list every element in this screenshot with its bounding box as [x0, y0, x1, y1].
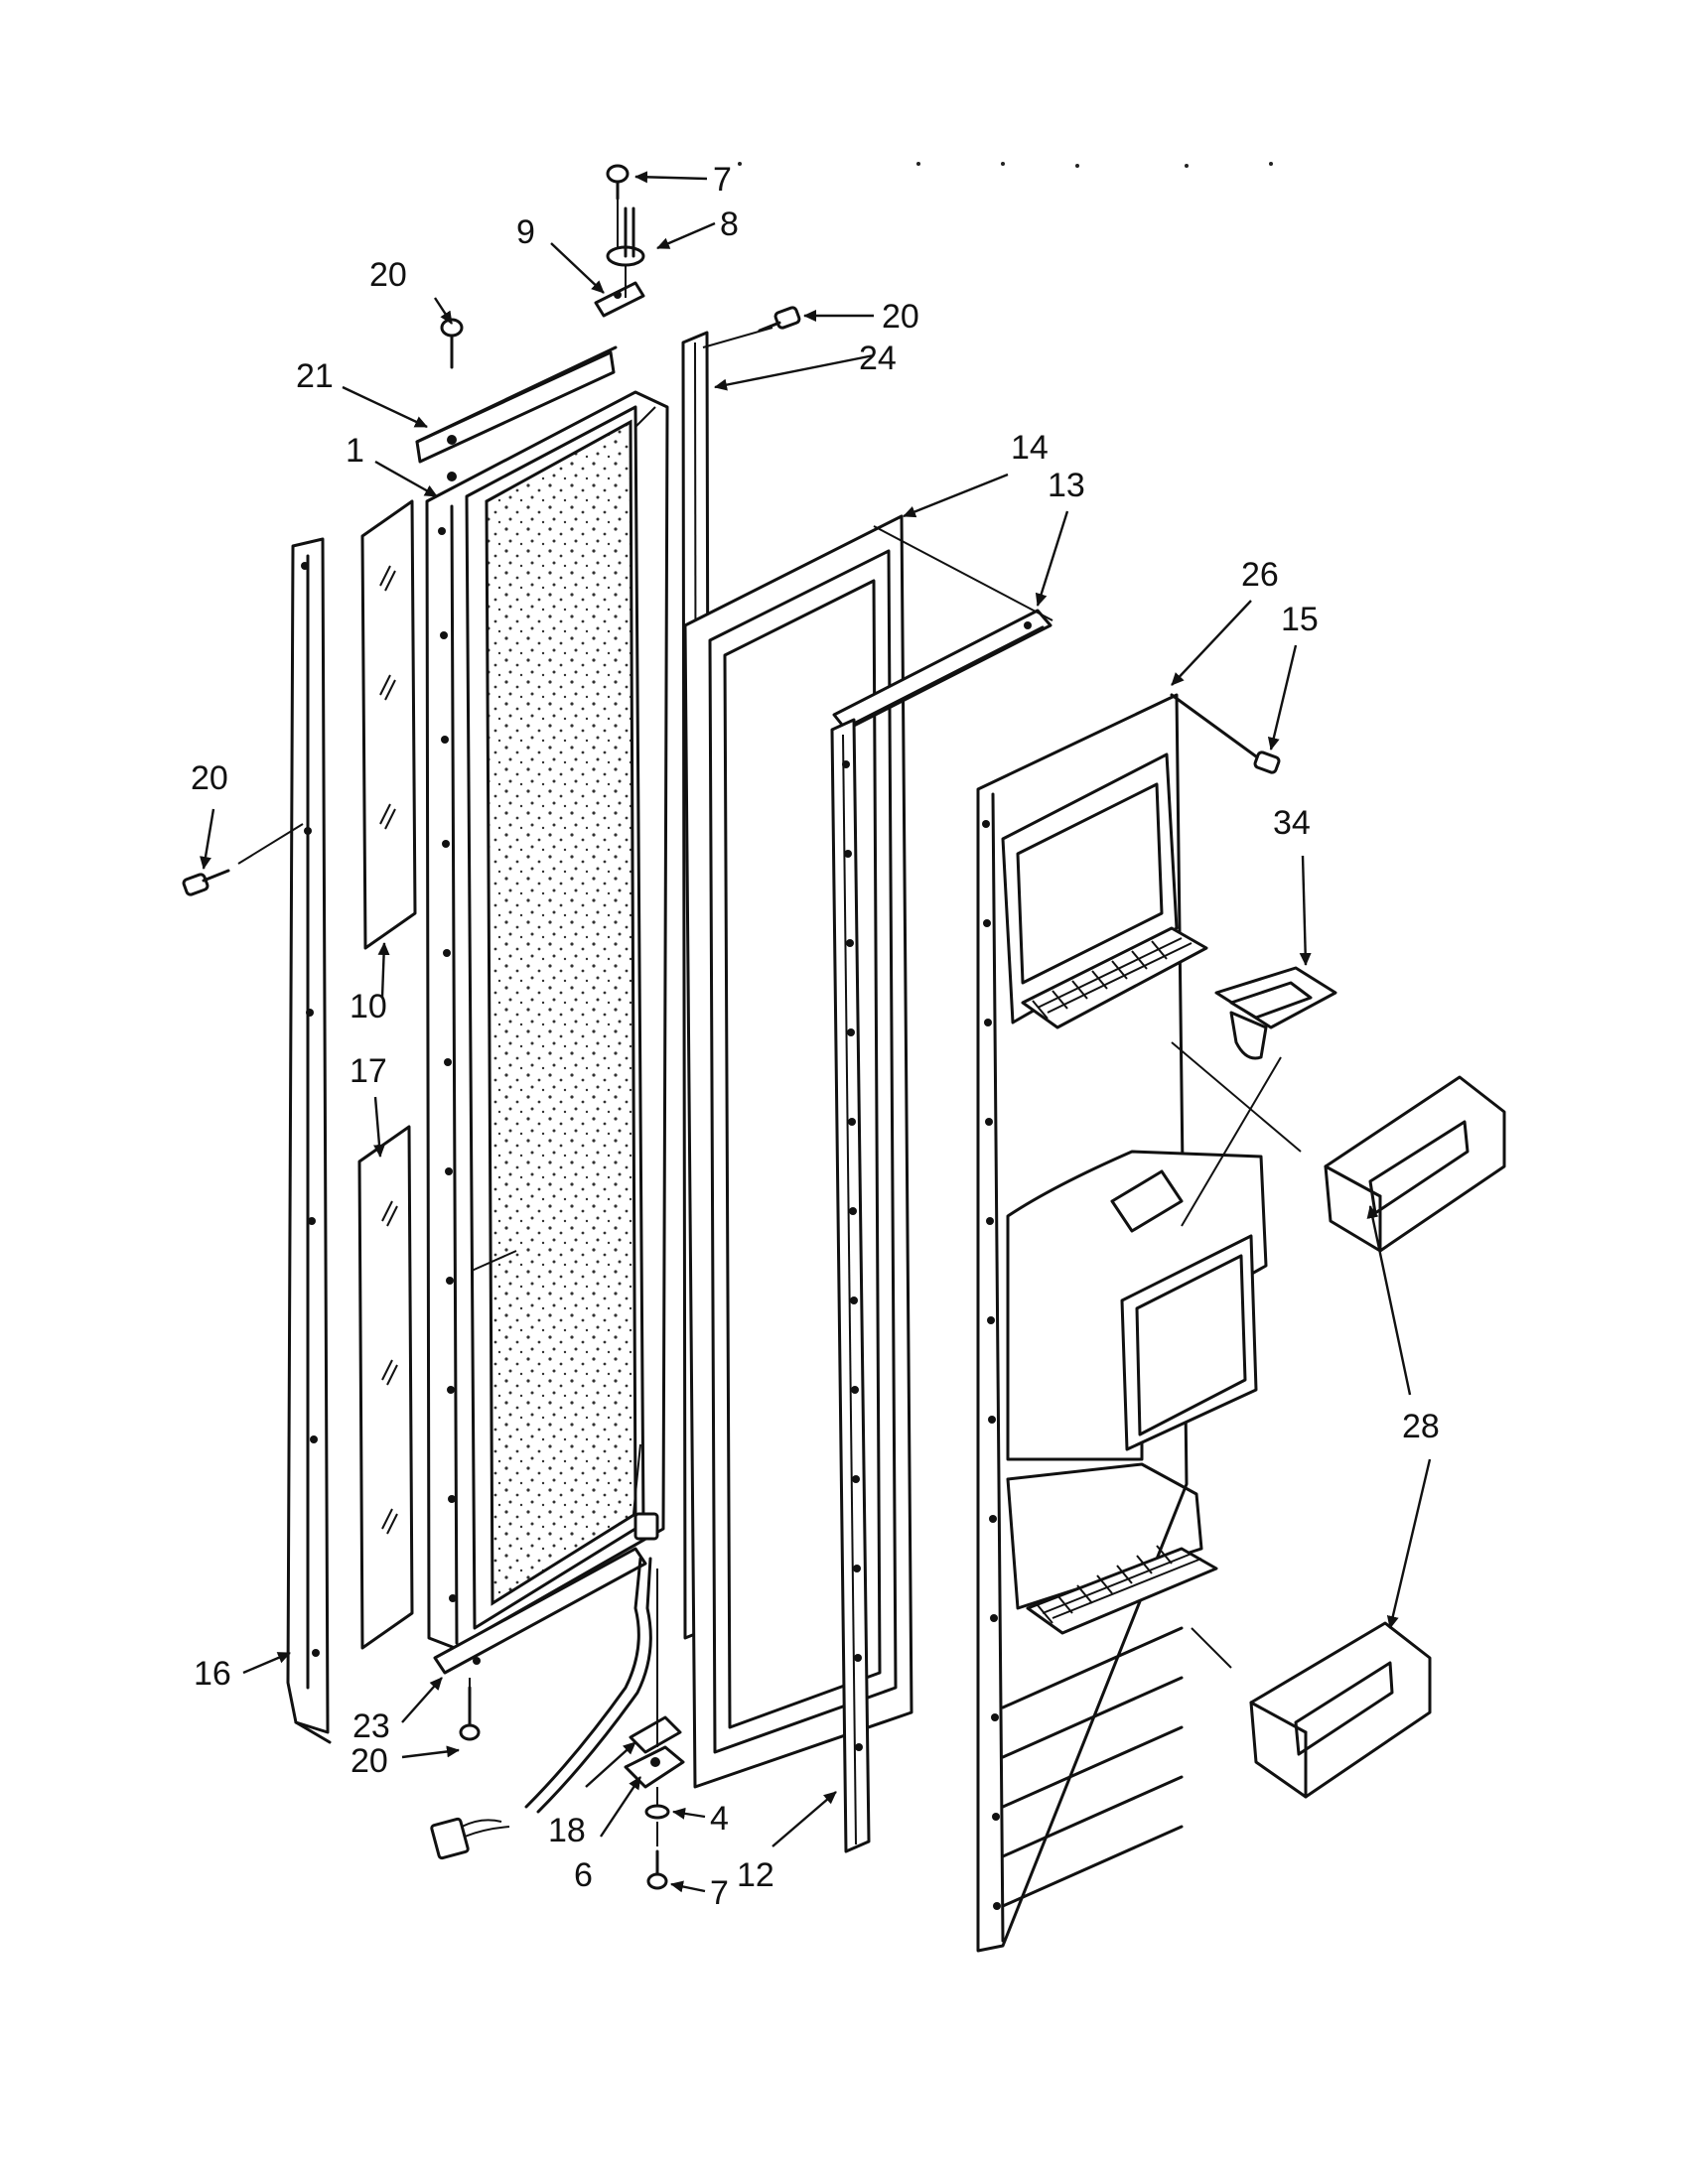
callout-20-top-left: 20 [369, 256, 407, 294]
callout-9: 9 [516, 213, 535, 251]
door-liner-26 [976, 693, 1268, 1953]
callout-15: 15 [1281, 601, 1319, 638]
scan-speckles [738, 162, 1273, 168]
callout-12: 12 [737, 1856, 774, 1894]
shelf-bin-28-upper [1324, 1075, 1506, 1253]
hinge-plate-9 [594, 281, 645, 318]
callout-16: 16 [194, 1655, 231, 1693]
callout-labels: 7 8 9 20 20 24 21 1 14 13 26 15 20 34 10… [191, 161, 1440, 1912]
hinge-bracket-18 [629, 1715, 682, 1754]
inner-frame-13 [832, 609, 1052, 732]
callout-23: 23 [352, 1707, 390, 1745]
door-channel-12 [830, 718, 871, 1853]
callout-1: 1 [346, 432, 364, 470]
screw-7-bottom [646, 1849, 668, 1890]
callout-34: 34 [1273, 804, 1311, 842]
callout-20-left: 20 [191, 759, 228, 797]
callout-6: 6 [574, 1856, 593, 1894]
callout-20-top-right: 20 [882, 298, 919, 336]
dispenser-cup-34 [1214, 966, 1337, 1060]
screw-20-bottom [459, 1686, 481, 1741]
washer-4 [644, 1804, 670, 1820]
callout-17: 17 [350, 1052, 387, 1090]
callout-7-bottom: 7 [710, 1874, 729, 1912]
callout-10: 10 [350, 988, 387, 1025]
screw-20-left [182, 869, 230, 896]
hinge-6 [624, 1745, 685, 1789]
hinge-pin-8 [606, 206, 645, 267]
callout-4: 4 [710, 1800, 729, 1838]
door-foam-panel-1 [425, 390, 669, 1650]
wire-harness [430, 1512, 659, 1860]
callout-7-top: 7 [713, 161, 732, 199]
glass-panel-10 [360, 499, 417, 950]
assembly-guide-lines [237, 182, 1302, 1846]
callout-24: 24 [859, 340, 897, 377]
outer-door-panel-16 [286, 537, 332, 1744]
screw-15 [1170, 693, 1281, 774]
callout-28: 28 [1402, 1408, 1440, 1445]
shelf-bin-28-lower [1249, 1621, 1432, 1799]
glass-panel-17 [357, 1125, 414, 1650]
screw-20-top-left [440, 318, 464, 369]
top-bracket-21 [415, 345, 618, 481]
callout-8: 8 [720, 205, 739, 243]
callout-26: 26 [1241, 556, 1279, 594]
callout-20-bottom: 20 [351, 1742, 388, 1780]
bottom-bracket-23 [433, 1547, 647, 1675]
leader-lines [200, 171, 1432, 1893]
screw-20-top-right [758, 306, 801, 333]
callout-18: 18 [548, 1812, 586, 1849]
callout-14: 14 [1011, 429, 1049, 467]
callout-13: 13 [1048, 467, 1085, 504]
callout-21: 21 [296, 357, 334, 395]
